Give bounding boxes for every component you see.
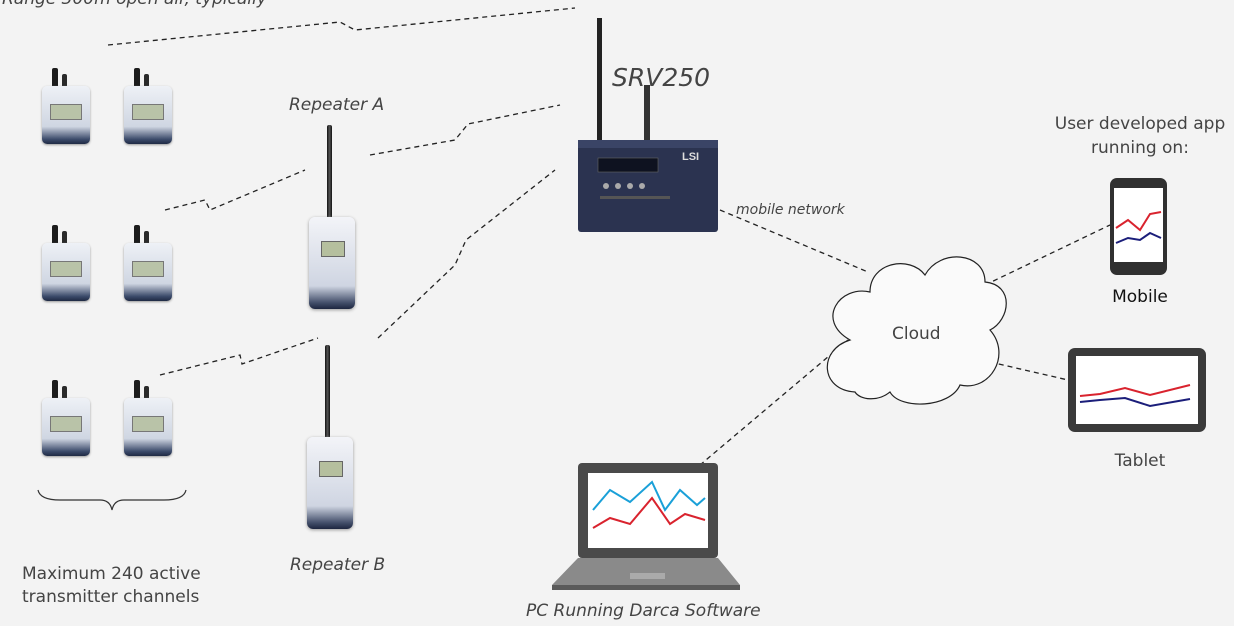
link-bottom-group-to-repeater-b	[159, 337, 319, 376]
repeater-b-label: Repeater B	[290, 555, 386, 575]
transmitter-icon	[120, 380, 176, 460]
laptop-icon	[552, 463, 740, 590]
link-top-group-to-srv	[107, 7, 576, 46]
repeater-b-icon	[303, 345, 359, 529]
srv250-label: SRV250	[612, 63, 711, 92]
repeater-a-label: Repeater A	[289, 95, 385, 115]
tablet-label: Tablet	[1114, 451, 1166, 471]
transmitter-icon	[120, 225, 176, 305]
cloud-label: Cloud	[892, 324, 941, 344]
srv-brand-logo: LSI	[682, 151, 699, 163]
transmitter-icon	[38, 380, 94, 460]
mobile-phone-icon	[1110, 178, 1167, 275]
max-channels-line1: Maximum 240 active	[22, 564, 201, 584]
range-caption: Range 300m open air, typically	[2, 0, 267, 10]
repeater-a-icon	[305, 125, 361, 309]
link-cloud-to-laptop	[699, 339, 849, 466]
group-brace	[37, 489, 187, 511]
link-mid-group-to-repeater-a	[164, 169, 306, 211]
transmitter-icon	[120, 68, 176, 148]
app-label-line2: running on:	[1091, 138, 1189, 158]
mobile-label: Mobile	[1112, 287, 1168, 307]
link-repeater-a-to-srv	[369, 104, 561, 156]
app-label-line1: User developed app	[1054, 114, 1226, 134]
link-cloud-to-mobile	[984, 224, 1111, 286]
max-channels-line2: transmitter channels	[22, 587, 200, 607]
mobile-network-label: mobile network	[736, 202, 845, 218]
link-cloud-to-tablet	[989, 361, 1069, 381]
tablet-icon	[1068, 348, 1206, 432]
srv250-receiver-icon: LSI	[578, 18, 718, 232]
transmitter-icon	[38, 68, 94, 148]
pc-label: PC Running Darca Software	[526, 601, 761, 621]
link-repeater-b-to-srv	[377, 169, 556, 339]
transmitter-icon	[38, 225, 94, 305]
cloud-shape	[826, 256, 1007, 405]
